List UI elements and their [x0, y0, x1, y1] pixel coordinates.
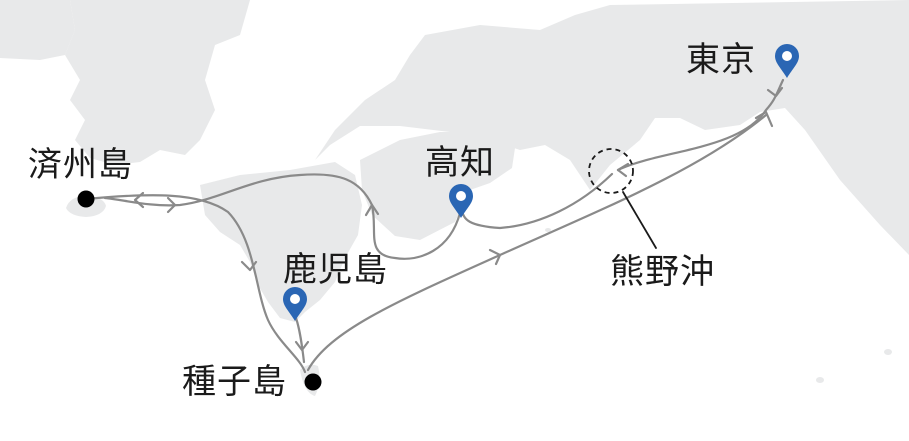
label-jeju: 済州島: [28, 145, 133, 185]
kumanonada-leader-line: [622, 191, 657, 249]
port-dot-icon: [77, 190, 95, 208]
route-kochi-jeju: [103, 173, 462, 260]
arrow-icon: [166, 196, 177, 214]
label-kochi: 高知: [425, 143, 495, 183]
arrow-icon: [133, 191, 145, 209]
location-pin-icon: [449, 184, 473, 218]
arrow-icon: [754, 110, 774, 128]
location-pin-icon: [775, 44, 799, 78]
location-pin-icon: [283, 287, 307, 321]
label-tokyo: 東京: [686, 40, 756, 80]
dashed-circle-area-icon: [588, 148, 634, 194]
arrow-icon: [240, 260, 258, 272]
arrow-icon: [294, 340, 310, 352]
land-shikoku: [360, 132, 515, 240]
arrow-icon: [766, 86, 784, 98]
land-mainland-north: [0, 0, 75, 60]
route-kumano-kochi: [460, 172, 614, 230]
label-tanegashima: 種子島: [182, 362, 287, 402]
arrow-icon: [364, 203, 380, 217]
land-speck: [884, 349, 892, 355]
route-jeju-tanegashima: [84, 194, 307, 374]
arrow-icon: [616, 162, 630, 178]
arrow-icon: [488, 248, 502, 266]
label-kagoshima: 鹿児島: [283, 250, 388, 290]
port-dot-icon: [304, 373, 322, 391]
land-speck: [816, 377, 824, 383]
land-korea: [65, 0, 250, 165]
label-kumanonada: 熊野沖: [610, 252, 715, 292]
route-kagoshima-tanegashima: [294, 316, 306, 364]
land-honshu: [315, 0, 909, 255]
land-speck: [545, 228, 551, 232]
land-kyushu: [200, 162, 362, 322]
